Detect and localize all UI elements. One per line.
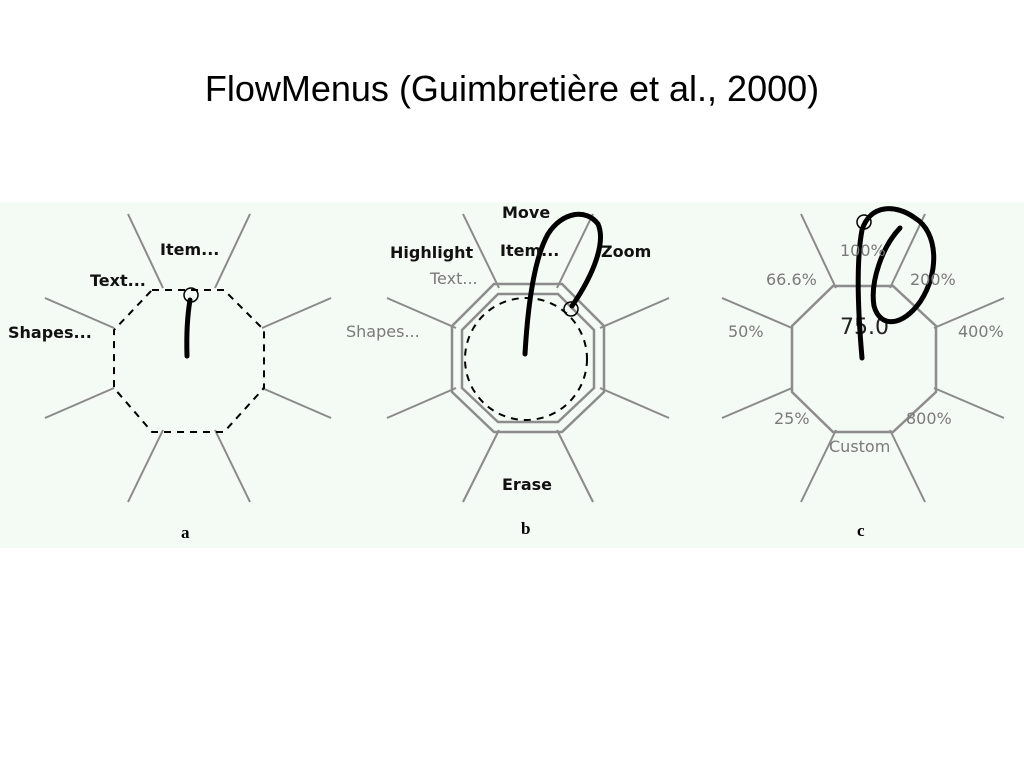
panel-b-label-shapes: Shapes... (346, 322, 420, 341)
panel-a-label-text: Text... (90, 271, 146, 290)
panel-c-label-800: 800% (906, 409, 952, 428)
panel-c-cursor-icon (856, 214, 872, 230)
panel-c-spokes (721, 213, 1005, 503)
panel-b-label-zoom: Zoom (601, 242, 651, 261)
panel-b: Move Highlight Item... Zoom Text... Shap… (346, 203, 670, 538)
panel-b-cursor-icon (563, 301, 579, 317)
panel-a-spokes (44, 213, 332, 503)
panel-b-ink-stroke (522, 211, 603, 357)
panel-b-label-text: Text... (429, 269, 478, 288)
panel-c-label-custom: Custom (829, 437, 890, 456)
panel-b-dashed-circle (464, 297, 588, 421)
panel-c-label-100: 100% (840, 241, 886, 260)
panel-b-label-move: Move (502, 203, 550, 222)
panel-c-label-66: 66.6% (766, 270, 817, 289)
panel-a: Item... Text... Shapes... a (8, 213, 332, 542)
panel-a-label-shapes: Shapes... (8, 323, 92, 342)
panel-c-label-200: 200% (910, 270, 956, 289)
panel-b-label-erase: Erase (502, 475, 552, 494)
panel-b-label-item: Item... (500, 241, 559, 260)
panel-b-caption: b (521, 519, 530, 538)
panel-c-label-50: 50% (728, 322, 764, 341)
panel-c-octagon (790, 284, 938, 434)
panel-c-caption: c (857, 521, 865, 540)
panel-b-label-highlight: Highlight (390, 243, 474, 262)
panel-c: 75.0 100% 66.6% 200% 50% 400% 25% 800% C… (721, 206, 1005, 540)
panel-a-ink-stroke (184, 297, 193, 359)
figure-svg: Item... Text... Shapes... a Move (8, 203, 1005, 542)
panel-c-label-400: 400% (958, 322, 1004, 341)
flowmenu-figure: Item... Text... Shapes... a Move (0, 202, 1024, 548)
panel-c-ink-stroke (855, 206, 937, 361)
panel-a-cursor-icon (183, 287, 199, 303)
panel-a-label-item: Item... (160, 240, 219, 259)
panel-a-caption: a (181, 523, 190, 542)
panel-b-spokes (386, 213, 670, 503)
panel-c-label-25: 25% (774, 409, 810, 428)
slide-title: FlowMenus (Guimbretière et al., 2000) (204, 68, 820, 109)
